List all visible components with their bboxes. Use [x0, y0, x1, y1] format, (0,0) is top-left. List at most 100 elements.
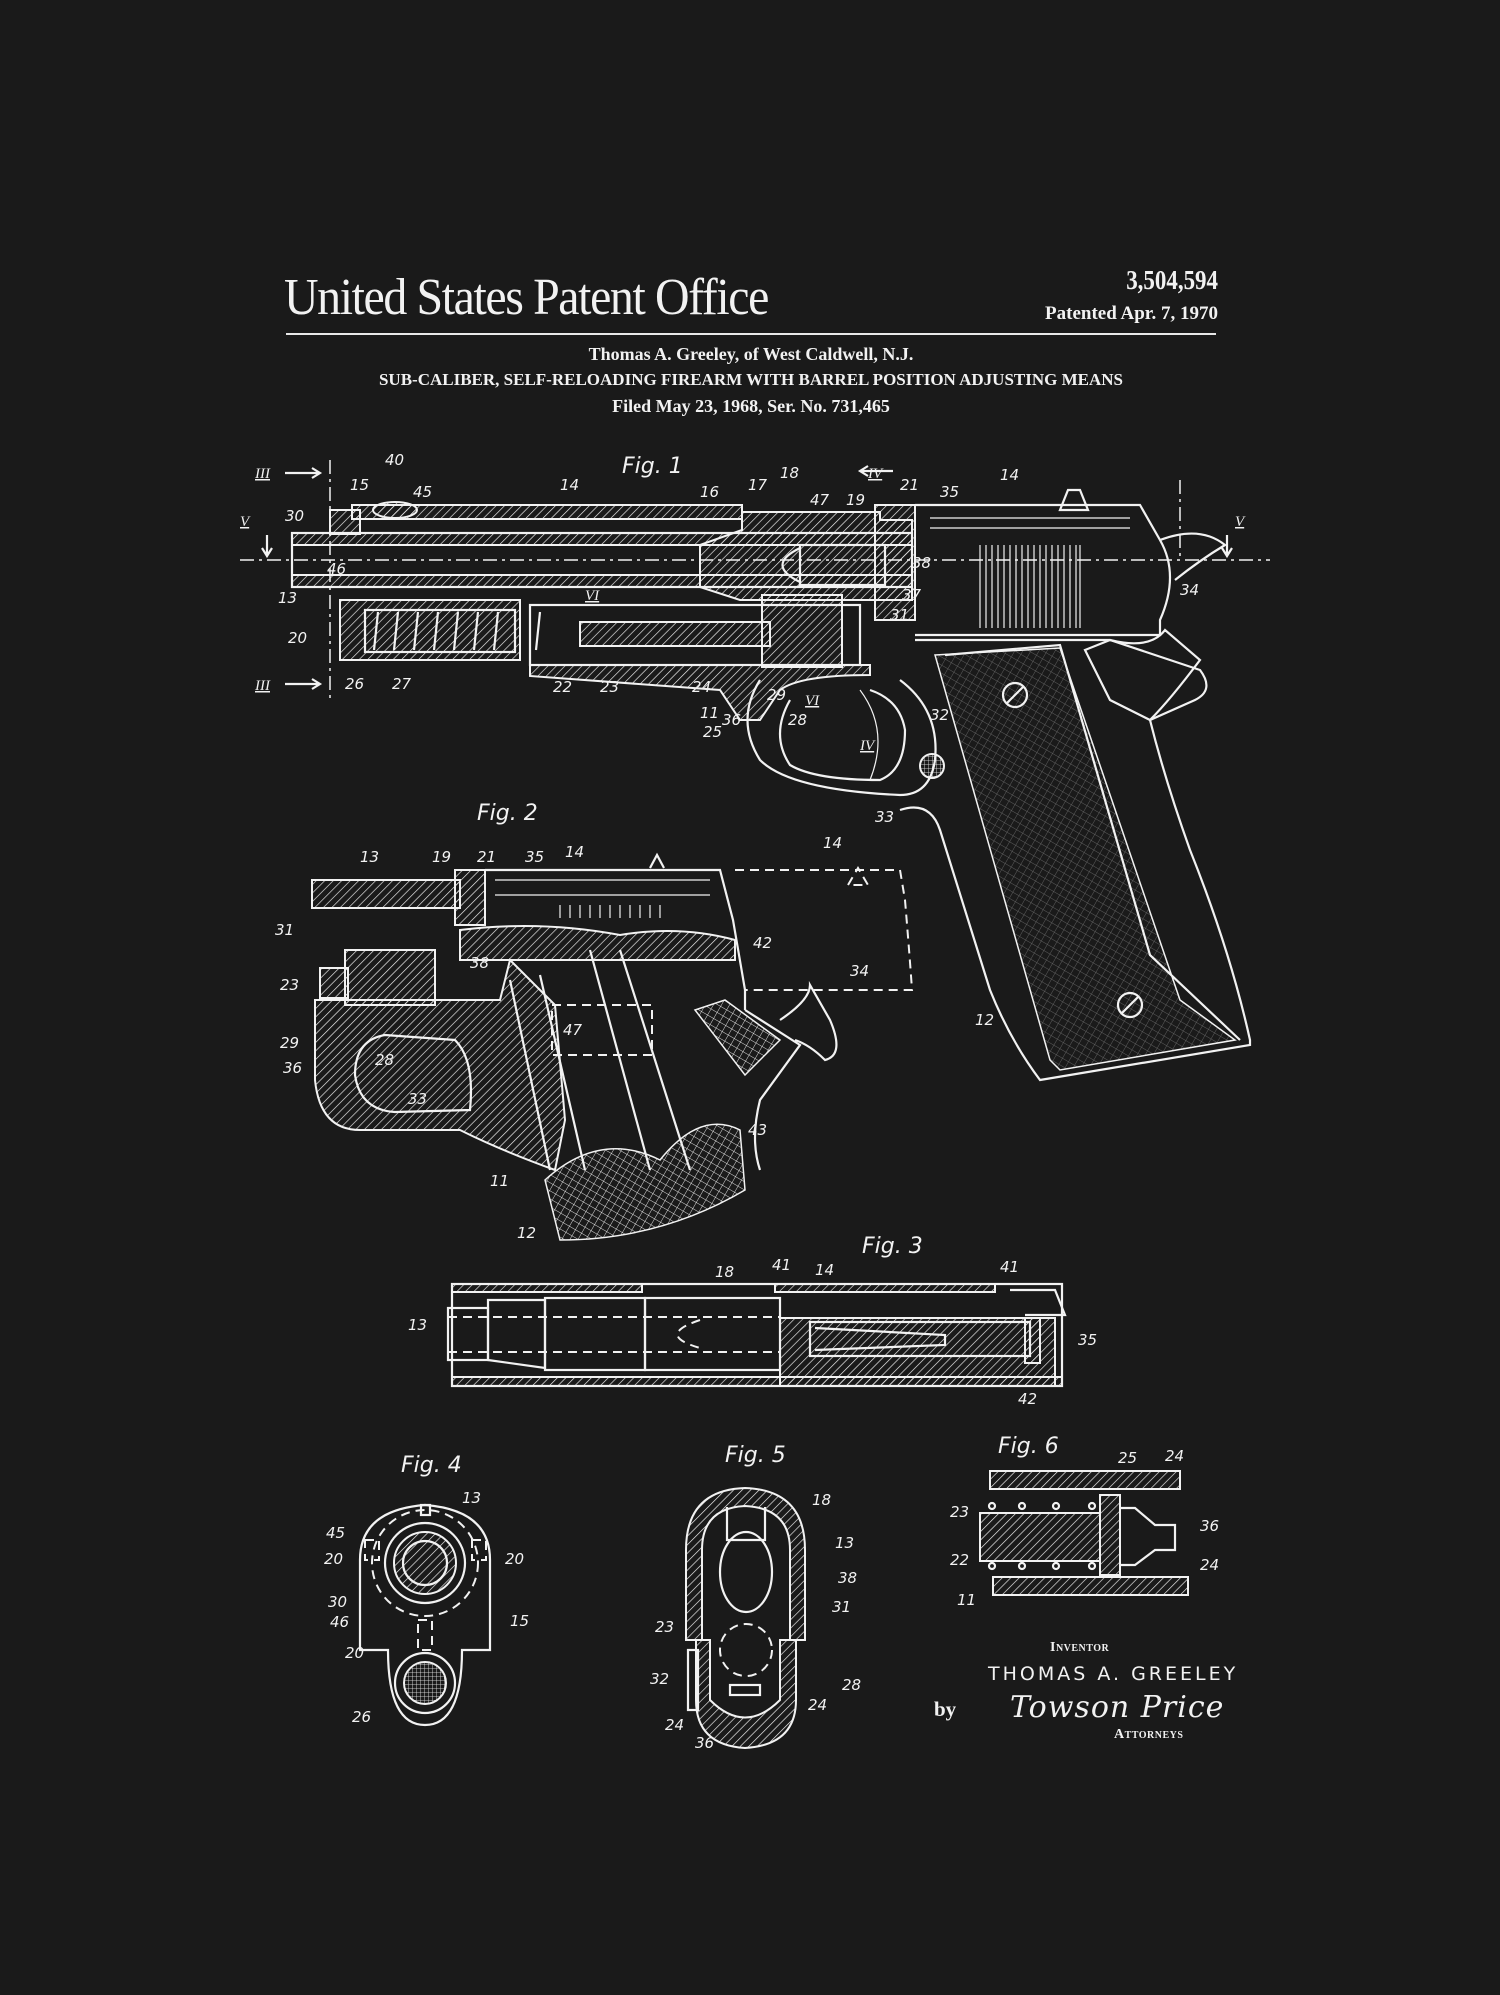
svg-text:12: 12	[517, 1224, 536, 1242]
svg-text:45: 45	[413, 483, 432, 501]
inventor-name: THOMAS A. GREELEY	[988, 1663, 1239, 1685]
svg-text:24: 24	[665, 1716, 684, 1734]
svg-text:III: III	[254, 678, 271, 694]
svg-text:40: 40	[385, 451, 404, 469]
svg-text:13: 13	[360, 848, 379, 866]
svg-text:42: 42	[1018, 1390, 1037, 1408]
svg-text:35: 35	[940, 483, 959, 501]
svg-text:31: 31	[832, 1598, 851, 1616]
svg-text:28: 28	[788, 711, 807, 729]
figure-2: Fig. 2 13 19 21 35 14 14 31 38	[275, 801, 914, 1242]
svg-text:32: 32	[650, 1670, 669, 1688]
figure-1: Fig. 1	[240, 451, 1270, 1082]
svg-text:28: 28	[375, 1051, 394, 1069]
svg-text:V: V	[240, 514, 251, 530]
svg-text:12: 12	[975, 1011, 994, 1029]
svg-text:V: V	[1235, 514, 1246, 530]
svg-text:43: 43	[748, 1121, 767, 1139]
svg-text:17: 17	[748, 476, 768, 494]
svg-text:15: 15	[350, 476, 369, 494]
header-rule	[286, 333, 1216, 335]
svg-text:35: 35	[1078, 1331, 1097, 1349]
svg-text:IV: IV	[859, 738, 876, 754]
svg-text:14: 14	[1000, 466, 1019, 484]
svg-text:13: 13	[462, 1489, 481, 1507]
svg-text:36: 36	[722, 711, 741, 729]
svg-text:13: 13	[278, 589, 297, 607]
svg-text:33: 33	[408, 1090, 427, 1108]
fig3-label: Fig. 3	[862, 1234, 923, 1259]
patent-date: Patented Apr. 7, 1970	[1045, 303, 1218, 324]
svg-text:30: 30	[328, 1593, 347, 1611]
svg-text:22: 22	[553, 678, 572, 696]
svg-text:42: 42	[753, 934, 772, 952]
svg-text:20: 20	[505, 1550, 524, 1568]
svg-text:VI: VI	[805, 693, 820, 709]
svg-text:25: 25	[703, 723, 722, 741]
svg-text:27: 27	[392, 675, 412, 693]
svg-text:29: 29	[767, 686, 786, 704]
svg-text:45: 45	[326, 1524, 345, 1542]
attorneys-caption: Attorneys	[1114, 1727, 1184, 1742]
svg-text:20: 20	[345, 1644, 364, 1662]
svg-text:47: 47	[810, 491, 830, 509]
svg-text:21: 21	[900, 476, 919, 494]
svg-text:19: 19	[432, 848, 451, 866]
svg-text:38: 38	[470, 954, 489, 972]
svg-text:37: 37	[902, 586, 922, 604]
svg-text:11: 11	[957, 1591, 976, 1609]
svg-text:11: 11	[490, 1172, 509, 1190]
svg-text:15: 15	[510, 1612, 529, 1630]
svg-text:23: 23	[280, 976, 299, 994]
fig6-label: Fig. 6	[998, 1434, 1059, 1459]
svg-text:24: 24	[808, 1696, 827, 1714]
figure-3: Fig. 3 18 41 14 41 13 35 42	[408, 1234, 1097, 1408]
svg-text:24: 24	[692, 678, 711, 696]
by-label: by	[934, 1697, 957, 1721]
svg-text:22: 22	[950, 1551, 969, 1569]
svg-text:41: 41	[772, 1256, 791, 1274]
svg-text:18: 18	[780, 464, 799, 482]
svg-text:46: 46	[327, 560, 346, 578]
svg-text:III: III	[254, 466, 271, 482]
fig4-label: Fig. 4	[401, 1453, 462, 1478]
svg-text:32: 32	[930, 706, 949, 724]
svg-text:23: 23	[600, 678, 619, 696]
svg-text:46: 46	[330, 1613, 349, 1631]
inventor-caption: Inventor	[1050, 1640, 1110, 1655]
fig2-label: Fig. 2	[477, 801, 538, 826]
svg-text:38: 38	[838, 1569, 857, 1587]
svg-text:20: 20	[324, 1550, 343, 1568]
patent-number: 3,504,594	[1126, 265, 1218, 295]
svg-text:34: 34	[1180, 581, 1199, 599]
svg-text:24: 24	[1165, 1447, 1184, 1465]
svg-text:18: 18	[812, 1491, 831, 1509]
invention-title: SUB-CALIBER, SELF-RELOADING FIREARM WITH…	[378, 370, 1124, 389]
figure-4: Fig. 4 13 45 20 20 30 46 15 20 26	[324, 1453, 529, 1727]
svg-text:38: 38	[912, 554, 931, 572]
page-title: United States Patent Office	[284, 269, 769, 326]
svg-text:28: 28	[842, 1676, 861, 1694]
svg-text:14: 14	[565, 843, 584, 861]
svg-text:20: 20	[288, 629, 307, 647]
svg-text:36: 36	[695, 1734, 714, 1752]
svg-text:26: 26	[345, 675, 364, 693]
svg-text:34: 34	[850, 962, 869, 980]
svg-text:24: 24	[1200, 1556, 1219, 1574]
svg-text:14: 14	[823, 834, 842, 852]
svg-text:41: 41	[1000, 1258, 1019, 1276]
figure-6: Fig. 6 25 24 23 36 22 24 11	[950, 1434, 1219, 1609]
svg-text:31: 31	[275, 921, 294, 939]
attorney-signature: Towson Price	[1010, 1690, 1225, 1725]
svg-text:16: 16	[700, 483, 719, 501]
svg-text:11: 11	[700, 704, 719, 722]
inventor-line: Thomas A. Greeley, of West Caldwell, N.J…	[588, 344, 914, 364]
svg-text:36: 36	[283, 1059, 302, 1077]
filed-line: Filed May 23, 1968, Ser. No. 731,465	[612, 396, 890, 416]
svg-text:23: 23	[655, 1618, 674, 1636]
svg-text:30: 30	[285, 507, 304, 525]
svg-text:29: 29	[280, 1034, 299, 1052]
svg-text:26: 26	[352, 1708, 371, 1726]
svg-text:47: 47	[563, 1021, 583, 1039]
